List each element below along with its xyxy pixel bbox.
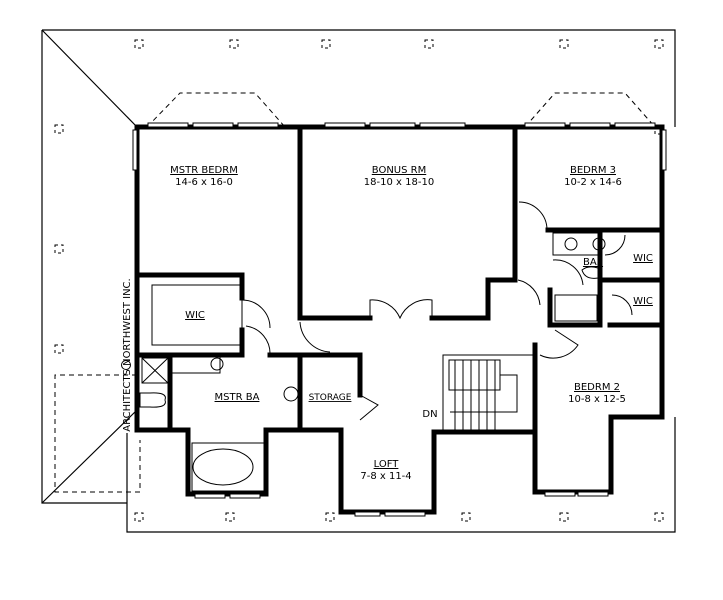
label-wic-master: WIC: [185, 310, 205, 321]
label-stairs-down: DN: [422, 409, 437, 420]
copyright-text: ARCHITECTS NORTHWEST INC.: [122, 278, 133, 431]
windows: [132, 122, 667, 517]
copyright-mark: ARCHITECTS NORTHWEST INC.: [121, 278, 133, 432]
room-size-bedrm-3: 10-2 x 14-6: [564, 177, 622, 188]
room-name-bonus-rm: BONUS RM: [372, 165, 426, 176]
label-wic-bedrm-2: WIC: [633, 296, 653, 307]
label-storage: STORAGE: [309, 393, 352, 403]
fixtures: [139, 232, 606, 492]
doors: [241, 201, 633, 421]
column-marks: [54, 39, 664, 522]
room-name-mstr-bedrm: MSTR BEDRM: [170, 165, 238, 176]
roof-outline: [41, 29, 676, 533]
label-wic-bedrm-3: WIC: [633, 253, 653, 264]
room-name-bedrm-2: BEDRM 2: [574, 382, 620, 393]
label-ba3: BA3: [583, 257, 603, 268]
room-size-bedrm-2: 10-8 x 12-5: [568, 394, 626, 405]
label-mstr-ba: MSTR BA: [215, 392, 260, 403]
room-size-mstr-bedrm: 14-6 x 16-0: [175, 177, 233, 188]
room-name-loft: LOFT: [374, 459, 400, 470]
room-size-loft: 7-8 x 11-4: [360, 471, 411, 482]
room-size-bonus-rm: 18-10 x 18-10: [364, 177, 434, 188]
room-name-bedrm-3: BEDRM 3: [570, 165, 616, 176]
